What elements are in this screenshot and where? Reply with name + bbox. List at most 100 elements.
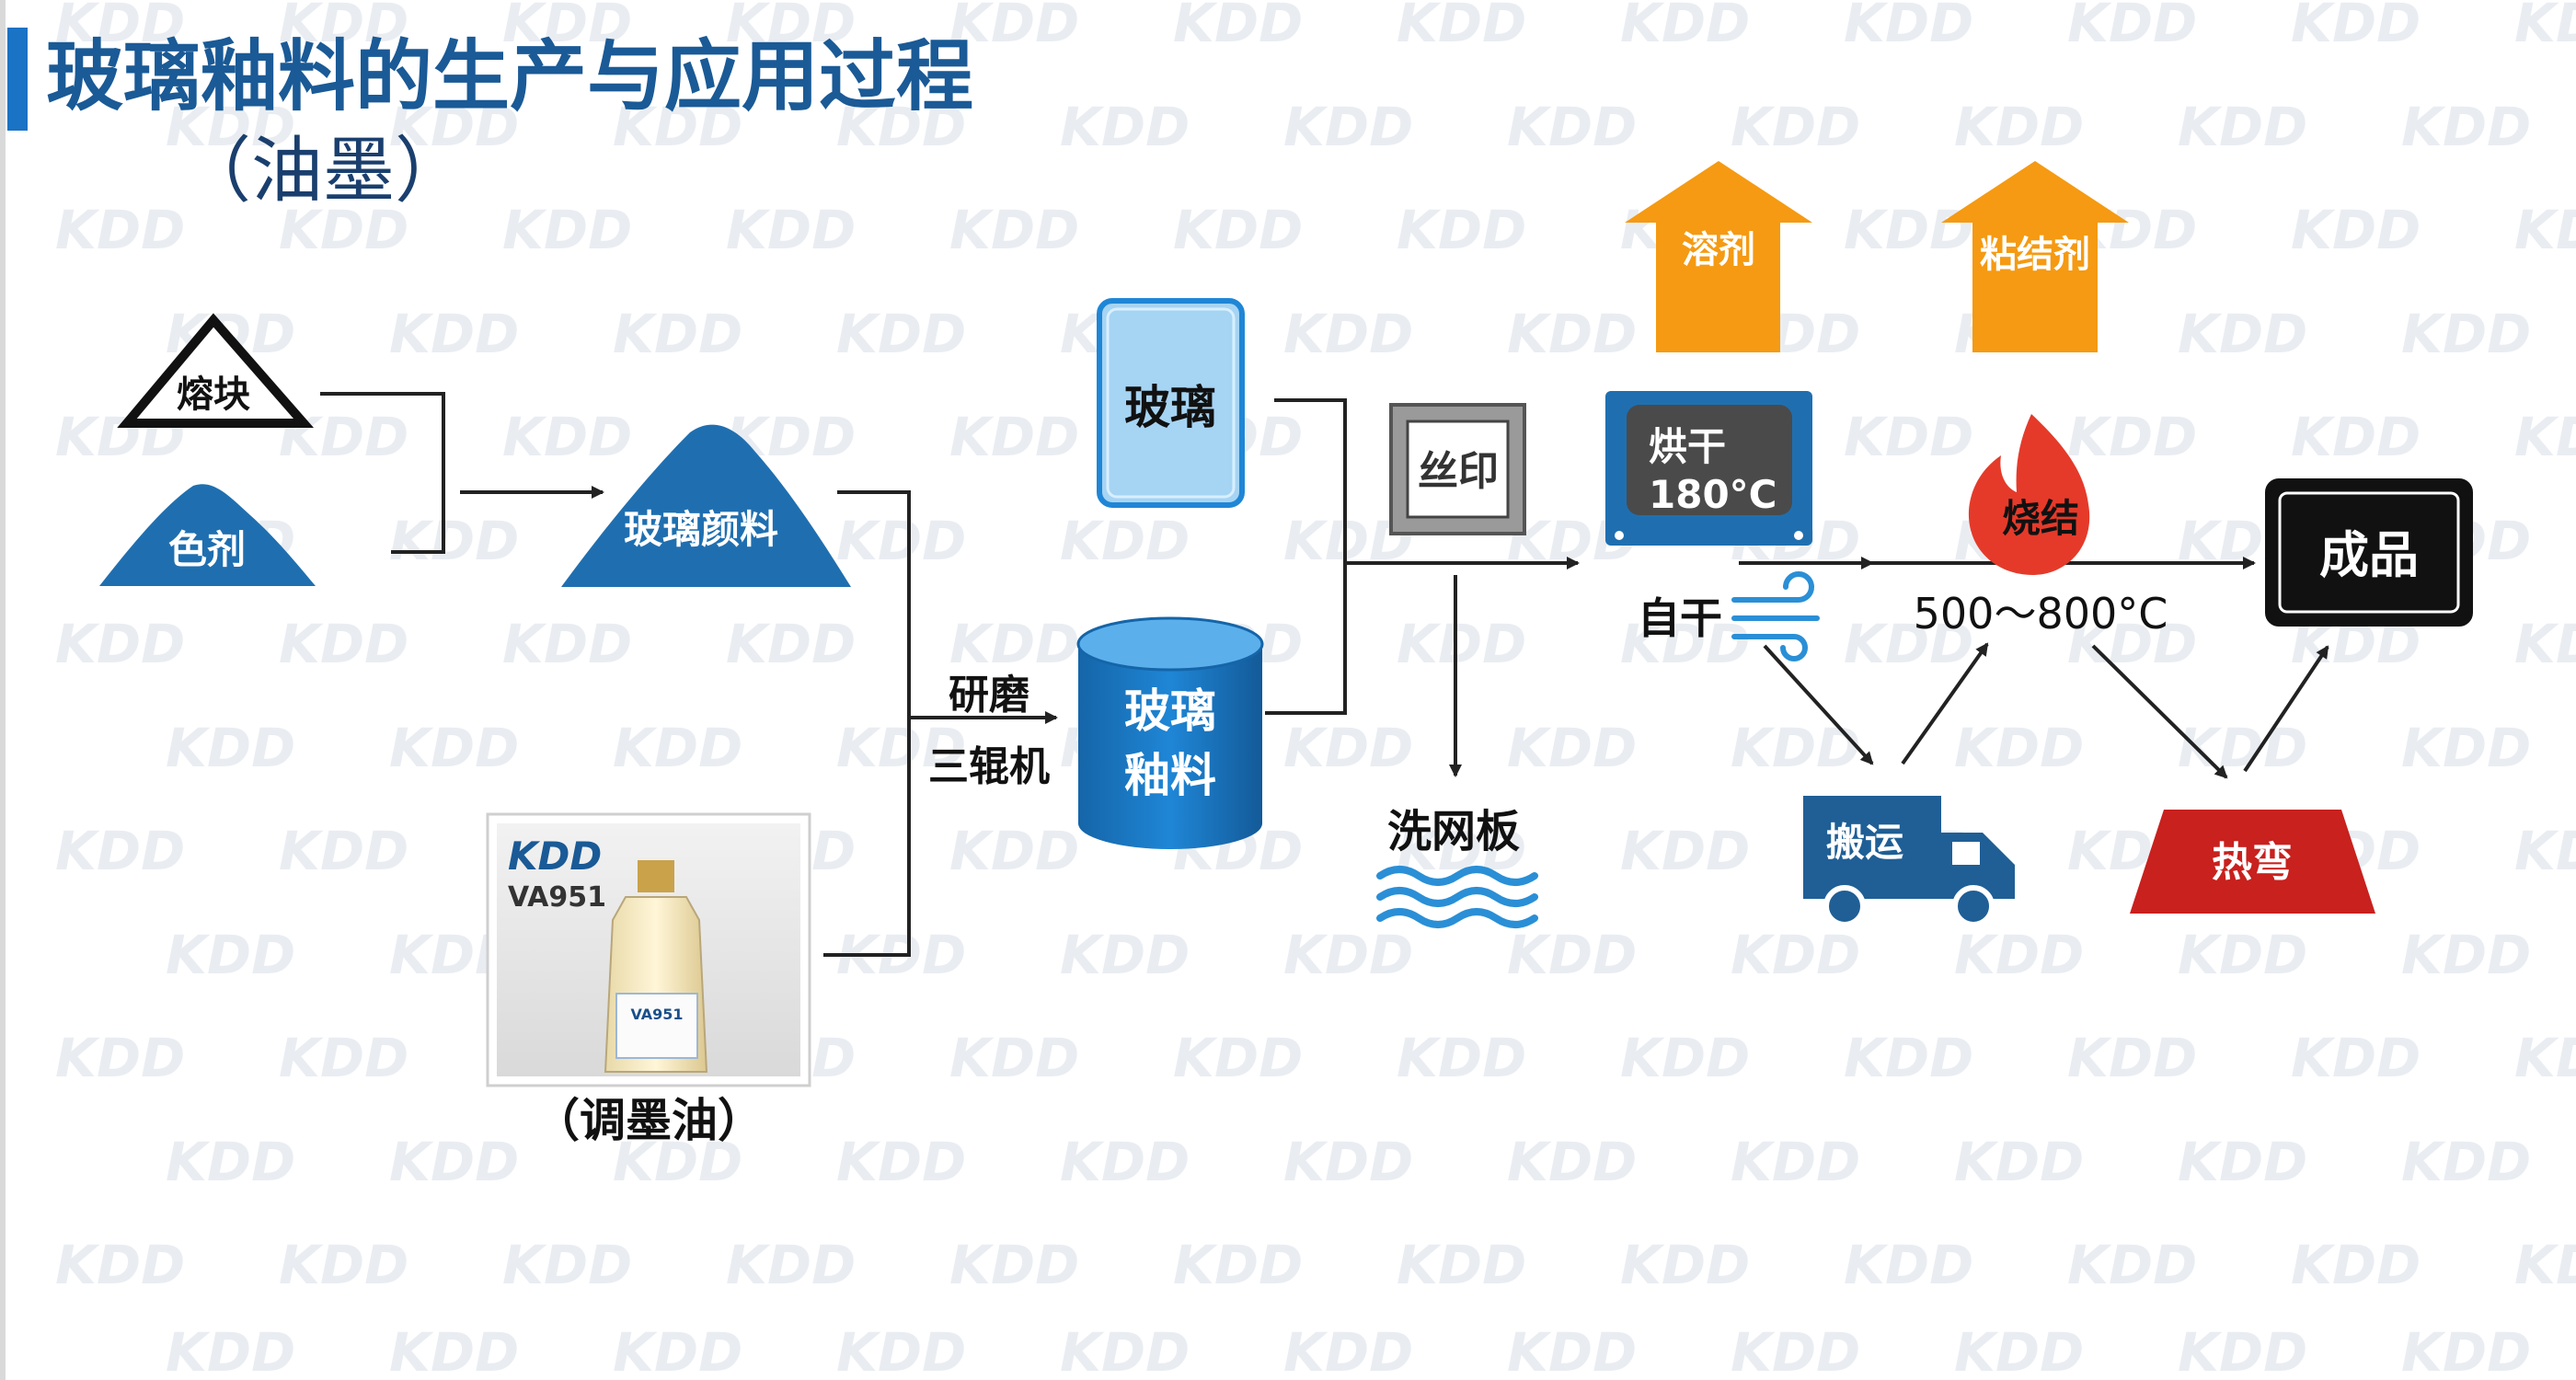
watermark-logo: KDD	[166, 717, 295, 779]
watermark-logo: KDD	[279, 199, 408, 261]
watermark-logo: KDD	[2178, 1321, 2307, 1380]
glass-label: 玻璃	[1124, 381, 1216, 434]
watermark-logo: KDD	[1620, 0, 1750, 54]
watermark-layer: KDD KDD KDD KDD KDD KDD KDD KDD KDD KDD KDD KDD KDD K…	[55, 0, 2576, 1380]
screen-print-label: 丝印	[1418, 448, 1499, 495]
watermark-logo: KDD	[1844, 613, 1973, 675]
watermark-logo: KDD	[2067, 1234, 2197, 1296]
wash-screen-label: 洗网板	[1387, 806, 1520, 857]
watermark-logo: KDD	[2401, 1321, 2531, 1380]
watermark-logo: KDD	[726, 1234, 856, 1296]
watermark-logo: KDD	[2291, 0, 2421, 54]
watermark-logo: KDD	[1731, 1321, 1860, 1380]
product-node: 成品	[2265, 478, 2473, 627]
watermark-logo: KDD	[389, 303, 519, 365]
watermark-logo: KDD	[1060, 1131, 1190, 1193]
ink-oil-product-photo: KDD VA951 VA951	[486, 812, 811, 1087]
watermark-logo: KDD	[389, 1321, 519, 1380]
truck-icon	[1803, 796, 2015, 927]
temp-range-label: 500～800°C	[1914, 589, 2168, 638]
watermark-logo: KDD	[1283, 717, 1413, 779]
bottle-label-model: VA951	[630, 1006, 683, 1023]
watermark-logo: KDD	[1397, 1234, 1526, 1296]
watermark-logo: KDD	[279, 1027, 408, 1089]
watermark-logo: KDD	[55, 0, 185, 54]
watermark-logo: KDD	[949, 1027, 1079, 1089]
glass-pigment-label: 玻璃颜料	[624, 507, 778, 552]
hot-bend-label: 热弯	[2212, 839, 2293, 886]
watermark-logo: KDD	[279, 820, 408, 882]
watermark-logo: KDD	[2291, 406, 2421, 468]
watermark-logo: KDD	[1954, 924, 2084, 986]
watermark-logo: KDD	[2178, 96, 2307, 158]
glass-glaze-node: 玻璃釉料	[1076, 616, 1264, 849]
watermark-logo: KDD	[1844, 1234, 1973, 1296]
watermark-logo: KDD	[613, 96, 742, 158]
watermark-logo: KDD	[1731, 96, 1860, 158]
watermark-logo: KDD	[1844, 1027, 1973, 1089]
watermark-logo: KDD	[55, 1234, 185, 1296]
watermark-logo: KDD	[1620, 820, 1750, 882]
watermark-logo: KDD	[613, 717, 742, 779]
watermark-logo: KDD	[389, 510, 519, 572]
transport-node: 搬运	[1803, 796, 2015, 927]
watermark-logo: KDD	[1954, 1321, 2084, 1380]
up-arrow-icon	[1625, 161, 1812, 352]
watermark-logo: KDD	[166, 96, 295, 158]
watermark-logo: KDD	[1060, 924, 1190, 986]
watermark-logo: KDD	[613, 303, 742, 365]
water-waves-icon	[1376, 866, 1538, 928]
watermark-logo: KDD	[2067, 406, 2197, 468]
watermark-logo: KDD	[1731, 717, 1860, 779]
watermark-logo: KDD	[1954, 96, 2084, 158]
watermark-logo: KDD	[949, 1234, 1079, 1296]
watermark-logo: KDD	[836, 1131, 966, 1193]
watermark-logo: KDD	[2401, 717, 2531, 779]
watermark-logo: KDD	[2401, 924, 2531, 986]
colorant-label: 色剂	[168, 527, 246, 572]
glass-glaze-label: 玻璃釉料	[1124, 684, 1216, 802]
watermark-logo: KDD	[1507, 303, 1637, 365]
watermark-logo: KDD	[2401, 96, 2531, 158]
watermark-logo: KDD	[1844, 406, 1973, 468]
oven-text-line: 180°C	[1649, 472, 1777, 517]
frit-label: 熔块	[177, 374, 250, 416]
watermark-logo: KDD	[726, 199, 856, 261]
page-title: 玻璃釉料的生产与应用过程	[46, 31, 973, 121]
watermark-logo: KDD	[1731, 1131, 1860, 1193]
product-label: 成品	[2319, 526, 2419, 584]
watermark-logo: KDD	[949, 613, 1079, 675]
watermark-logo: KDD	[1283, 1321, 1413, 1380]
watermark-logo: KDD	[949, 406, 1079, 468]
up-arrow-icon	[1941, 161, 2129, 352]
watermark-logo: KDD	[502, 406, 632, 468]
watermark-logo: KDD	[2291, 199, 2421, 261]
watermark-logo: KDD	[55, 820, 185, 882]
watermark-logo: KDD	[2514, 1027, 2576, 1089]
watermark-logo: KDD	[2291, 1234, 2421, 1296]
watermark-logo: KDD	[2067, 1027, 2197, 1089]
watermark-logo: KDD	[2178, 303, 2307, 365]
self-dry-label: 自干	[1638, 593, 1722, 643]
watermark-logo: KDD	[2401, 303, 2531, 365]
screen-print-node: 丝印	[1389, 403, 1526, 535]
watermark-logo: KDD	[166, 1131, 295, 1193]
watermark-logo: KDD	[389, 1131, 519, 1193]
solvent-node: 溶剂	[1625, 161, 1812, 352]
watermark-logo: KDD	[389, 717, 519, 779]
page-subtitle: （油墨）	[179, 130, 466, 213]
glaze-text-line: 玻璃	[1124, 684, 1216, 738]
oven-text-line: 烘干	[1649, 424, 1726, 469]
watermark-logo: KDD	[2514, 199, 2576, 261]
watermark-logo: KDD	[2401, 1131, 2531, 1193]
glaze-text-line: 釉料	[1124, 749, 1216, 802]
watermark-logo: KDD	[1507, 1131, 1637, 1193]
watermark-logo: KDD	[2514, 1234, 2576, 1296]
transport-label: 搬运	[1826, 820, 1903, 865]
watermark-logo: KDD	[1507, 96, 1637, 158]
watermark-logo: KDD	[2178, 1131, 2307, 1193]
hot-bend-node: 热弯	[2130, 810, 2375, 914]
